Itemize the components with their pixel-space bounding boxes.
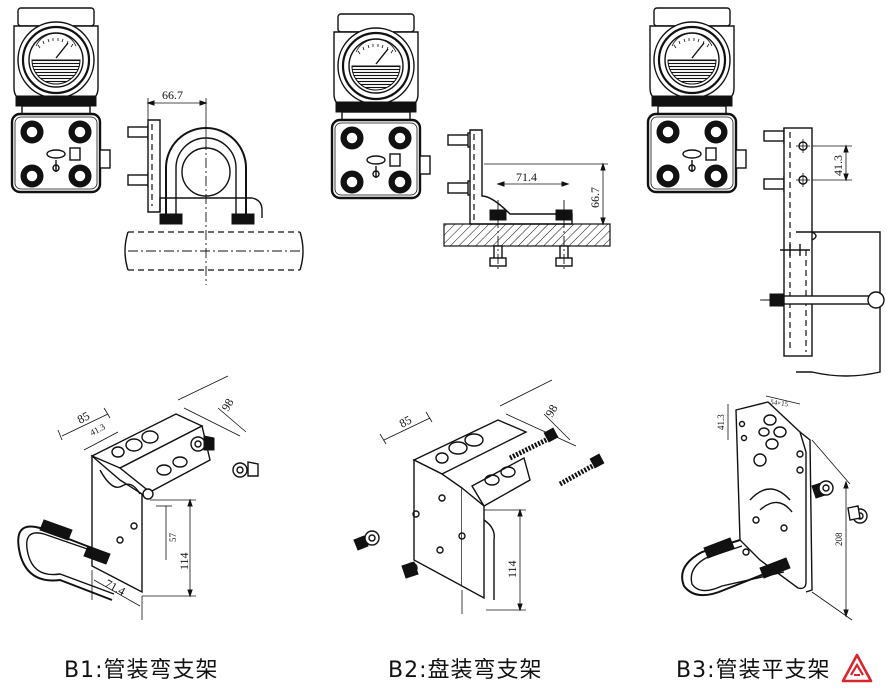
b2-isometric-view: 85 98 114 [353,379,605,614]
b2-iso-dim-98: 98 [542,402,560,419]
warning-logo-icon [841,653,873,683]
b2-dim-height: 66.7 [588,187,602,208]
b1-dim-width: 66.7 [162,88,183,102]
b2-iso-dim-85: 85 [397,413,414,431]
b2-dim-width: 71.4 [516,170,537,184]
b3-iso-dim-54: 54×15 [770,398,789,408]
b3-iso-dim-413: 41.3 [716,414,726,430]
b1-isometric-view: 85 41.3 98 57 114 71.4 [17,375,259,620]
b1-iso-dim-85: 85 [75,409,92,427]
b3-iso-dim-208: 208 [834,532,844,546]
b3-dim-height: 41.3 [831,155,845,176]
b2-side-view: 71.4 66.7 [330,12,611,272]
b1-iso-dim-57: 57 [168,533,178,543]
b1-iso-dim-413: 41.3 [88,421,107,437]
caption-b3: B3:管装平支架 [676,658,831,683]
caption-b2: B2:盘装弯支架 [388,658,543,683]
b2-iso-dim-114: 114 [505,560,519,578]
b1-iso-dim-114: 114 [177,552,191,570]
b3-isometric-view: 41.3 54×15 208 [681,395,868,621]
b3-side-view: 41.3 [646,6,885,377]
b1-side-view: 66.7 [10,6,304,285]
caption-b1: B1:管装弯支架 [64,658,219,683]
